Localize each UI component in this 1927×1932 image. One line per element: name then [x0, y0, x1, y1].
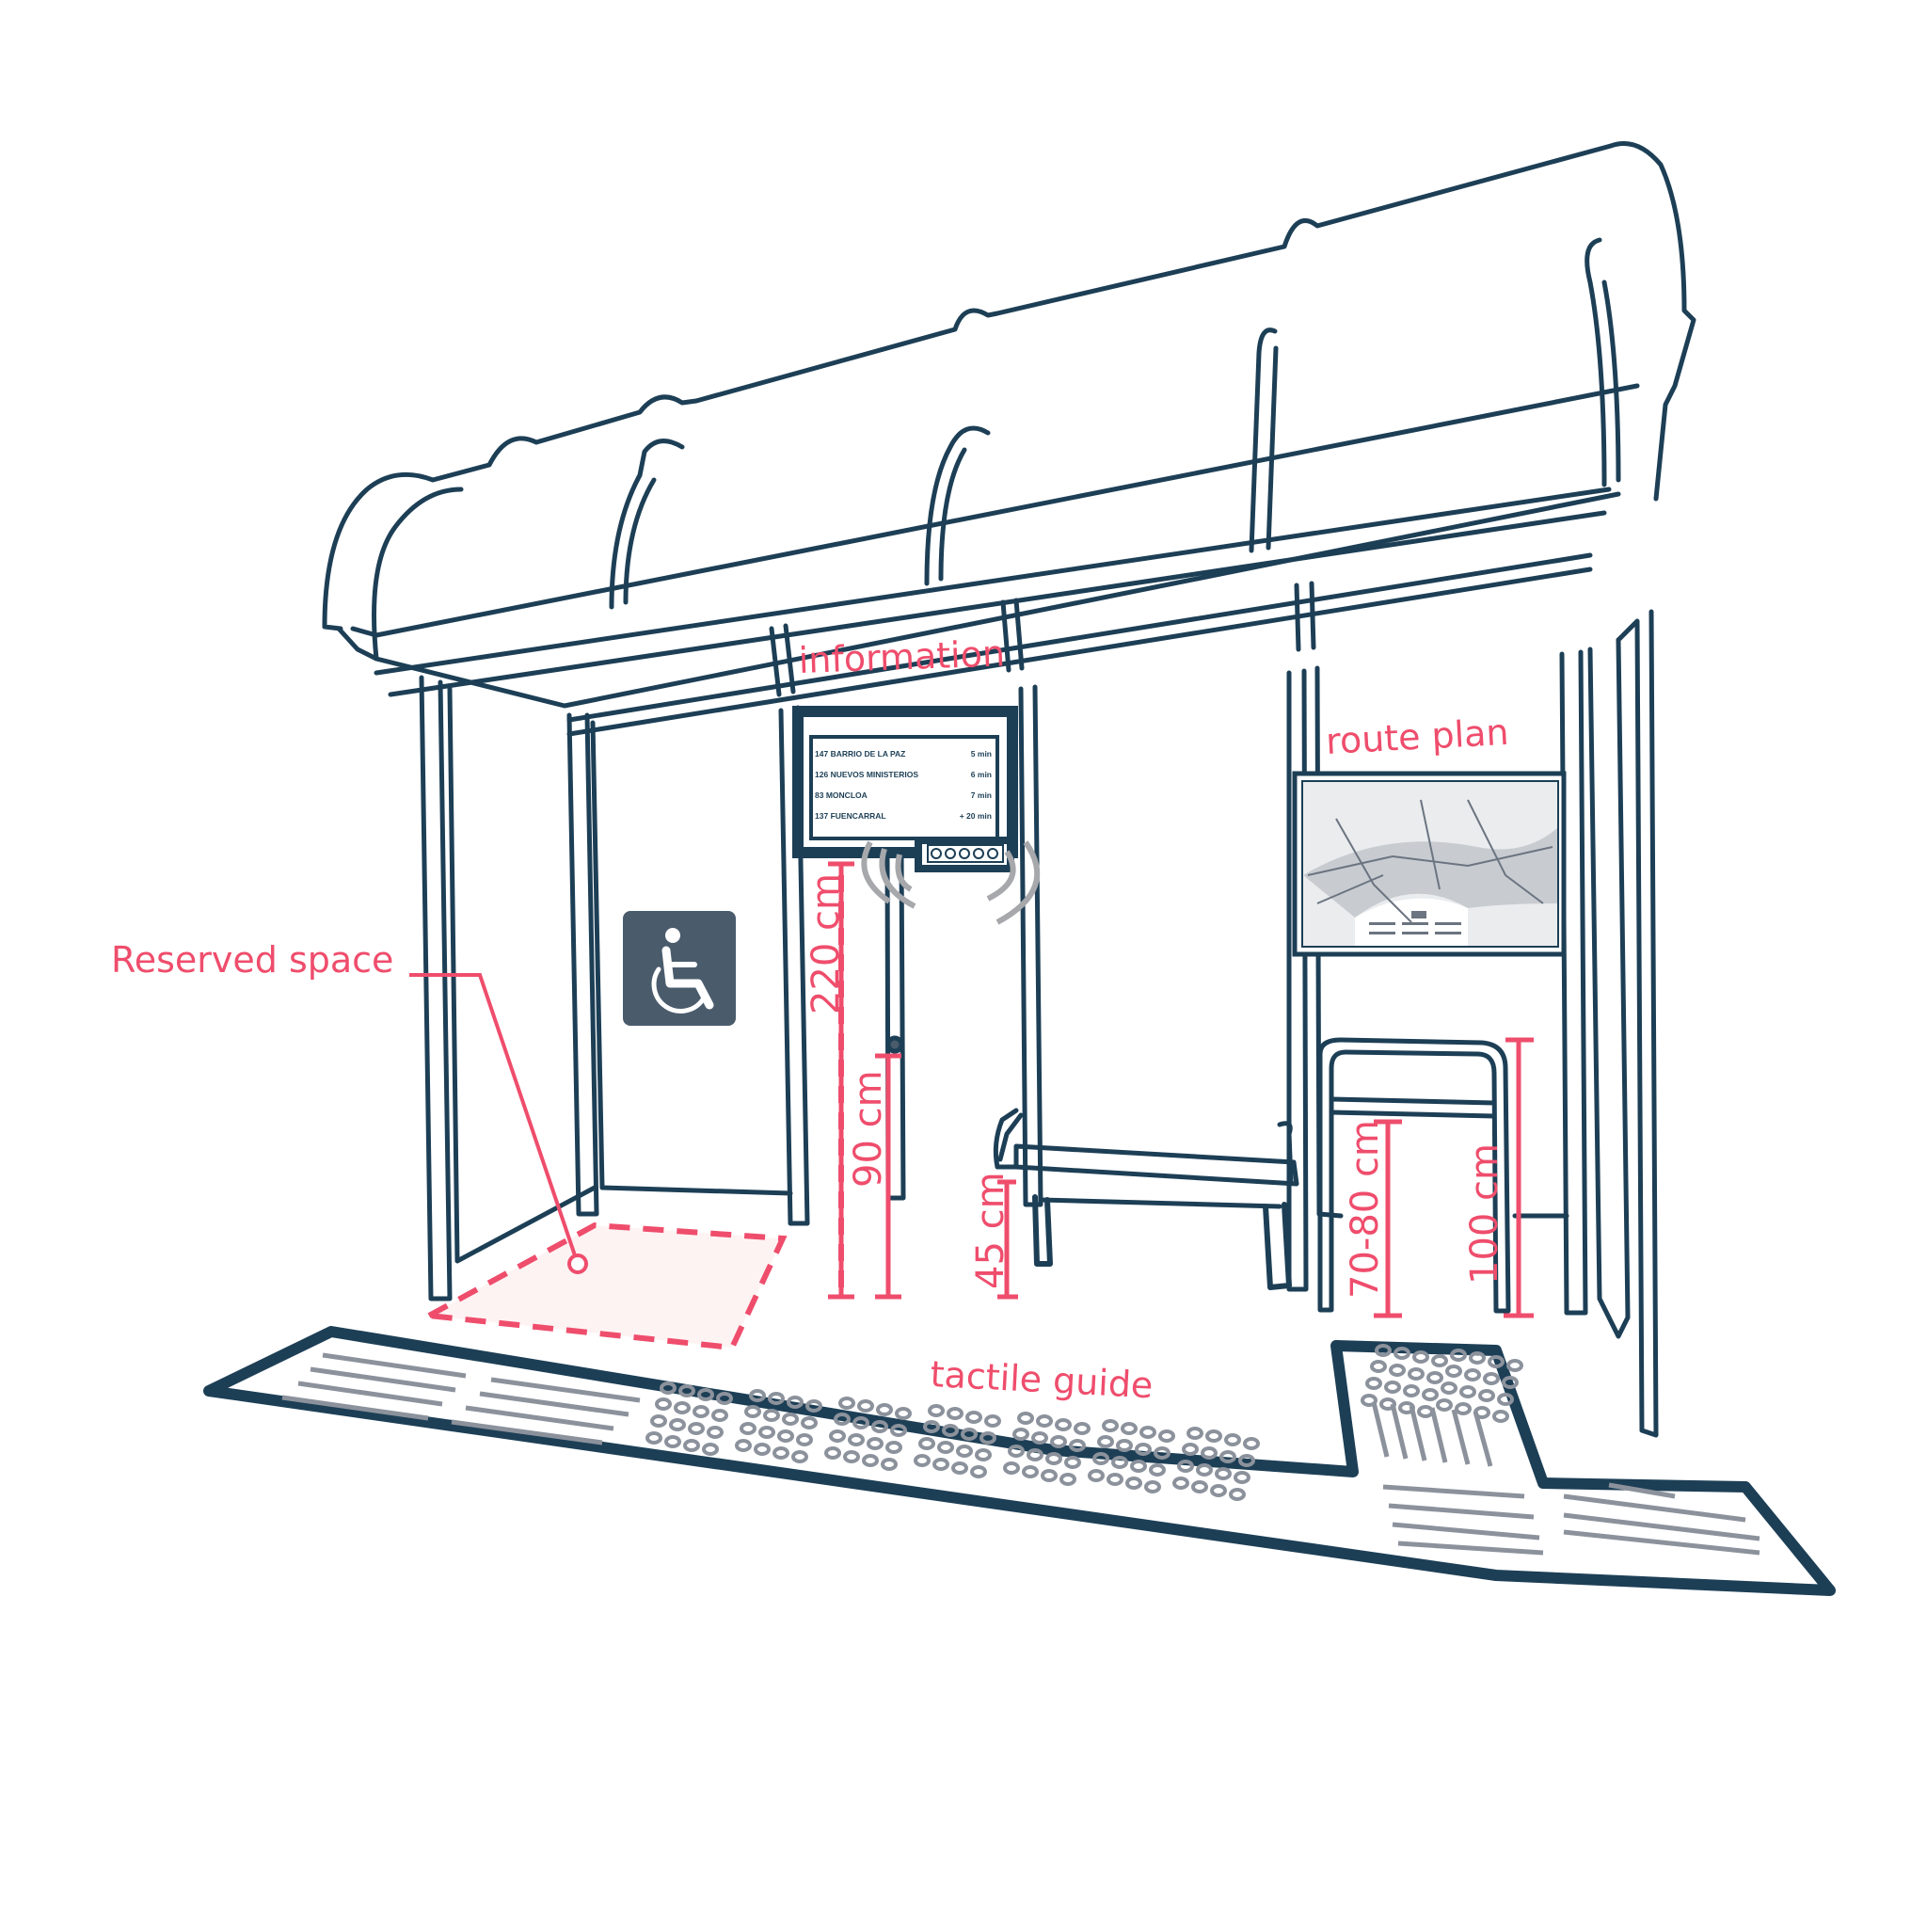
- tactile-dots: [645, 1344, 1523, 1501]
- signal-waves-icon: [861, 840, 1041, 925]
- bench: [993, 1108, 1299, 1290]
- arrivals-screen: 147 BARRIO DE LA PAZ 5 min 126 NUEVOS MI…: [815, 743, 992, 832]
- reserved-space-area: [409, 973, 788, 1351]
- wheelchair-accessibility-icon: [623, 911, 736, 1026]
- route-map-icon: [1292, 771, 1567, 957]
- dimension-lines: [828, 861, 1534, 1318]
- arrival-row: 83 MONCLOA 7 min: [815, 785, 992, 806]
- information-pole: [884, 849, 906, 1201]
- dimension-lean-bar-top: 100 cm: [1463, 1142, 1506, 1285]
- arrival-eta: 6 min: [967, 764, 992, 785]
- information-label: information: [798, 632, 1006, 681]
- arrival-eta: + 20 min: [956, 806, 992, 826]
- header-band-dividers: [769, 581, 1316, 697]
- dimension-seat-height: 45 cm: [969, 1172, 1012, 1289]
- left-side-panel: [419, 675, 605, 1301]
- arrival-row: 126 NUEVOS MINISTERIOS 6 min: [815, 764, 992, 785]
- arrival-row: 147 BARRIO DE LA PAZ 5 min: [815, 743, 992, 764]
- arrival-eta: 7 min: [967, 785, 992, 806]
- dimension-display-height: 220 cm: [804, 872, 848, 1014]
- arrival-eta: 5 min: [967, 743, 992, 764]
- braille-buttons: [931, 848, 998, 859]
- leaning-bar: [1317, 1037, 1511, 1314]
- roof-canopy: [322, 141, 1696, 737]
- dimension-button-height: 90 cm: [847, 1070, 890, 1188]
- dimension-lean-bar-height: 70-80 cm: [1344, 1120, 1387, 1299]
- reserved-space-label: Reserved space: [111, 939, 394, 981]
- arrival-row: 137 FUENCARRAL + 20 min: [815, 806, 992, 826]
- tactile-guide-pattern: [281, 1352, 1760, 1556]
